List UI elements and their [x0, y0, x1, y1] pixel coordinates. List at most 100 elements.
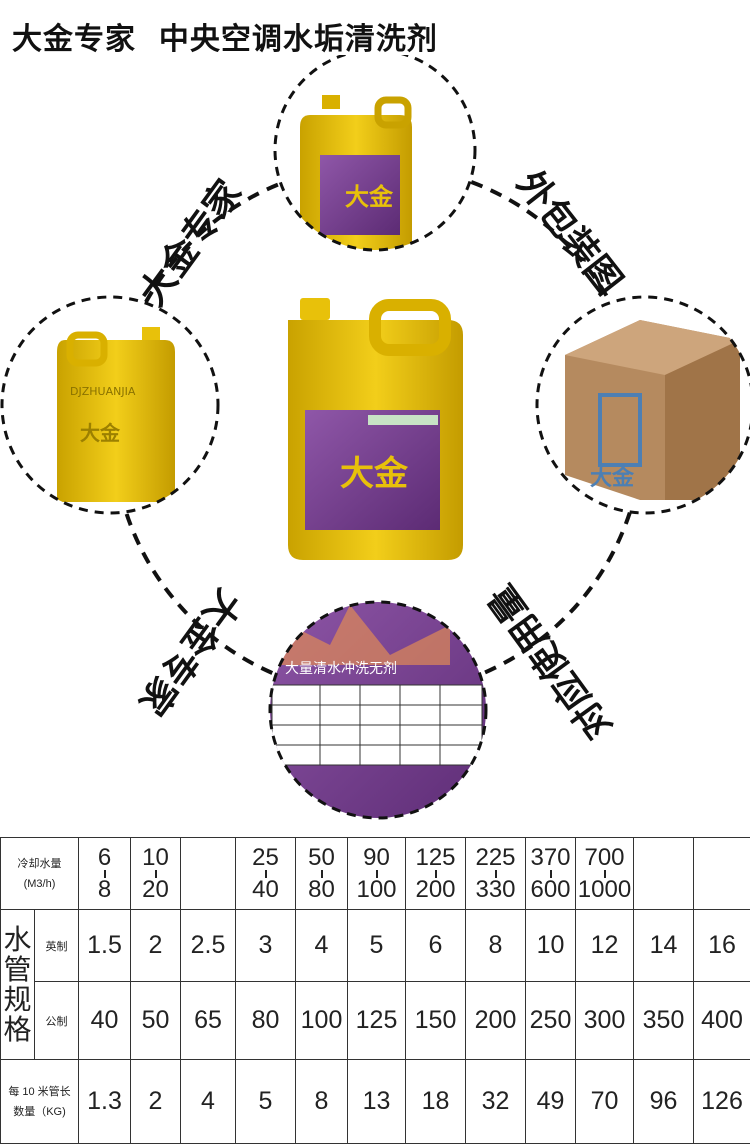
range-divider: [603, 869, 606, 878]
product-diagram: 大金专家 外包装图 对应使用量 大金专家 大金 DJZHUANJIA 大金: [0, 55, 750, 820]
table-cell: 250: [525, 981, 576, 1060]
svg-text:大量清水冲洗无剂: 大量清水冲洗无剂: [285, 661, 397, 677]
table-cell: 32: [465, 1059, 526, 1144]
svg-text:大金: 大金: [345, 183, 394, 211]
table-cell: 8: [465, 909, 526, 982]
table-cell: 4: [180, 1059, 236, 1144]
table-cell: 13: [347, 1059, 406, 1144]
page-title: 大金专家 中央空调水垢清洗剂: [12, 22, 438, 57]
table-cell: 14: [633, 909, 694, 982]
svg-text:大金: 大金: [80, 421, 121, 445]
table-cell: 2.5: [180, 909, 236, 982]
range-start: 700: [584, 843, 625, 871]
ring-label-top-right: 外包装图: [509, 164, 630, 303]
table-cell: 6: [405, 909, 466, 982]
range-cell: [693, 837, 750, 910]
metric-label: 公制: [34, 981, 79, 1060]
range-divider: [103, 869, 106, 878]
table-cell: 12: [575, 909, 634, 982]
table-cell: 3: [235, 909, 296, 982]
table-cell: 18: [405, 1059, 466, 1144]
yellow-bottle-main-icon: 大金: [288, 298, 463, 560]
table-cell: 100: [295, 981, 348, 1060]
range-divider: [264, 869, 267, 878]
table-cell: 65: [180, 981, 236, 1060]
yellow-bottle-front-icon: 大金: [273, 55, 477, 252]
cardboard-box-icon: 大金: [535, 295, 750, 515]
range-start: 225: [475, 843, 516, 871]
label-closeup-icon: 大量清水冲洗无剂: [268, 600, 488, 820]
range-start: 90: [363, 843, 390, 871]
table-row-quantity: 每 10 米管长 数量（KG) 1.3 2 4 5 8 13 18 32 49 …: [0, 1059, 750, 1144]
ring-label-bottom-right: 对应使用量: [481, 577, 620, 747]
table-cell: 126: [693, 1059, 750, 1144]
svg-text:DJZHUANJIA: DJZHUANJIA: [70, 385, 136, 398]
range-start: 6: [97, 843, 112, 871]
range-end: 330: [475, 875, 516, 903]
range-end: 1000: [577, 875, 632, 903]
svg-text:大金: 大金: [340, 454, 409, 494]
table-cell: 1.5: [78, 909, 131, 982]
range-start: 25: [252, 843, 279, 871]
table-cell: 70: [575, 1059, 634, 1144]
table-cell: 200: [465, 981, 526, 1060]
table-cell: 2: [130, 1059, 181, 1144]
range-end: 80: [308, 875, 335, 903]
range-divider: [434, 869, 437, 878]
range-divider: [154, 869, 157, 878]
pipe-spec-label: 水管规格: [0, 909, 35, 1060]
range-end: 600: [530, 875, 571, 903]
ring-label-top-left: 大金专家: [131, 172, 250, 313]
range-end: 100: [356, 875, 397, 903]
range-cell: 700 1000: [575, 837, 634, 910]
table-cell: 2: [130, 909, 181, 982]
range-divider: [375, 869, 378, 878]
table-cell: 80: [235, 981, 296, 1060]
table-cell: 5: [347, 909, 406, 982]
table-cell: 96: [633, 1059, 694, 1144]
range-divider: [494, 869, 497, 878]
table-cell: 4: [295, 909, 348, 982]
table-row-imperial: 水管规格 英制 1.5 2 2.5 3 4 5 6 8 10 12 14 16: [0, 909, 750, 1060]
range-divider: [549, 869, 552, 878]
range-start: 50: [308, 843, 335, 871]
table-cell: 16: [693, 909, 750, 982]
qty-label-cell: 每 10 米管长 数量（KG): [0, 1059, 79, 1144]
range-end: 20: [142, 875, 169, 903]
range-divider: [320, 869, 323, 878]
table-cell: 8: [295, 1059, 348, 1144]
imperial-label: 英制: [34, 909, 79, 982]
table-cell: 50: [130, 981, 181, 1060]
range-start: 370: [530, 843, 571, 871]
table-cell: 350: [633, 981, 694, 1060]
table-cell: 40: [78, 981, 131, 1060]
table-cell: 5: [235, 1059, 296, 1144]
range-cell: [180, 837, 236, 910]
table-cell: 300: [575, 981, 634, 1060]
table-cell: 150: [405, 981, 466, 1060]
range-cell: [633, 837, 694, 910]
table-cell: 10: [525, 909, 576, 982]
yellow-bottle-back-icon: DJZHUANJIA 大金: [0, 295, 220, 515]
table-cell: 125: [347, 981, 406, 1060]
table-row-metric: 公制 40 50 65 80 100 125 150 200 250 300 3…: [1, 981, 750, 1060]
table-cell: 49: [525, 1059, 576, 1144]
range-end: 200: [415, 875, 456, 903]
range-start: 125: [415, 843, 456, 871]
range-end: 40: [252, 875, 279, 903]
svg-text:大金: 大金: [590, 465, 635, 491]
range-start: 10: [142, 843, 169, 871]
flow-label-cell: 冷却水量 (M3/h): [0, 837, 79, 910]
table-cell: 1.3: [78, 1059, 131, 1144]
range-end: 8: [97, 875, 112, 903]
